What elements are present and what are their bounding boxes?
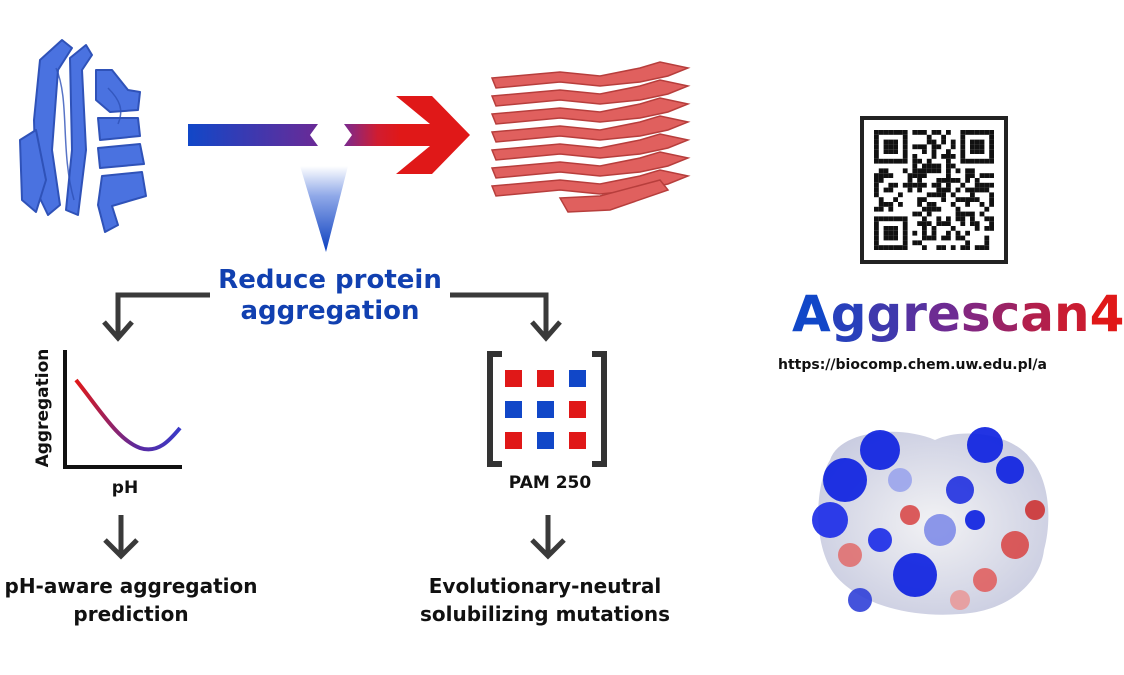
- surface-patch: [848, 588, 872, 612]
- right-outcome: Evolutionary-neutral solubilizing mutati…: [400, 572, 690, 628]
- right-outcome-line1: Evolutionary-neutral: [428, 574, 662, 598]
- brand-letter: 4: [1089, 285, 1124, 343]
- surface-patch: [812, 502, 848, 538]
- matrix-cell: [569, 401, 586, 418]
- brand-letter: A: [792, 285, 831, 343]
- matrix-cell: [505, 370, 522, 387]
- protein-monomer-icon: [19, 39, 147, 233]
- surface-patch: [888, 468, 912, 492]
- left-outcome-line1: pH-aware aggregation: [4, 574, 258, 598]
- right-outcome-line2: solubilizing mutations: [419, 602, 671, 626]
- matrix-cell: [537, 432, 554, 449]
- qr-code-icon[interactable]: [860, 116, 1008, 264]
- surface-patch: [900, 505, 920, 525]
- brand-letter: e: [926, 285, 961, 343]
- brand-letter: s: [960, 285, 991, 343]
- matrix-cell: [537, 370, 554, 387]
- brand-letter: a: [1020, 285, 1055, 343]
- plot-x-axis-label: pH: [111, 478, 139, 498]
- brand-letter: g: [866, 285, 903, 343]
- center-title-line1: Reduce protein: [218, 265, 442, 295]
- surface-patch: [996, 456, 1024, 484]
- fibril-strand: [490, 115, 691, 143]
- matrix-cell: [505, 401, 522, 418]
- plot-y-axis-label: Aggregation: [33, 348, 53, 468]
- surface-patch: [1025, 500, 1045, 520]
- surface-patch: [823, 458, 867, 502]
- brand-letter: r: [902, 285, 927, 343]
- fibril-strand: [490, 151, 691, 179]
- surface-patch: [965, 510, 985, 530]
- matrix-cell: [569, 432, 586, 449]
- intervention-cone: [300, 166, 348, 252]
- aggregation-curve: [74, 378, 182, 452]
- fibril-strand: [558, 179, 670, 213]
- surface-patch: [950, 590, 970, 610]
- surface-patch: [973, 568, 997, 592]
- surface-patch: [868, 528, 892, 552]
- matrix-bracket-icon: [487, 351, 607, 467]
- matrix-cell: [505, 432, 522, 449]
- branch-arrows: [102, 292, 562, 342]
- matrix-cell: [537, 401, 554, 418]
- surface-patch: [838, 543, 862, 567]
- fibril-strand: [490, 61, 691, 89]
- surface-patch: [967, 427, 1003, 463]
- matrix-cell: [569, 370, 586, 387]
- surface-patch: [860, 430, 900, 470]
- brand-letter: c: [990, 285, 1021, 343]
- fibril-strand: [490, 97, 691, 125]
- brand-name: Aggrescan4: [792, 285, 1124, 343]
- outcome-arrows: [103, 515, 566, 560]
- brand-url[interactable]: https://biocomp.chem.uw.edu.pl/a: [778, 357, 1047, 373]
- left-outcome: pH-aware aggregation prediction: [0, 572, 262, 628]
- surface-patch: [924, 514, 956, 546]
- left-outcome-line2: prediction: [73, 602, 189, 626]
- fibril-strand: [490, 79, 691, 107]
- fibril-strand: [490, 133, 691, 161]
- surface-patch: [1001, 531, 1029, 559]
- aggregation-process-arrow: [188, 96, 470, 174]
- surface-patch: [946, 476, 974, 504]
- brand-letter: n: [1054, 285, 1090, 343]
- diagram-canvas: [19, 39, 1049, 615]
- surface-patch: [893, 553, 937, 597]
- center-title-line2: aggregation: [240, 296, 420, 326]
- center-title: Reduce protein aggregation: [180, 265, 480, 327]
- matrix-label: PAM 250: [508, 473, 592, 493]
- amyloid-fibril-icon: [490, 61, 691, 213]
- brand-letter: g: [830, 285, 867, 343]
- protein-surface-icon: [812, 427, 1049, 615]
- ph-aggregation-plot: [63, 350, 182, 469]
